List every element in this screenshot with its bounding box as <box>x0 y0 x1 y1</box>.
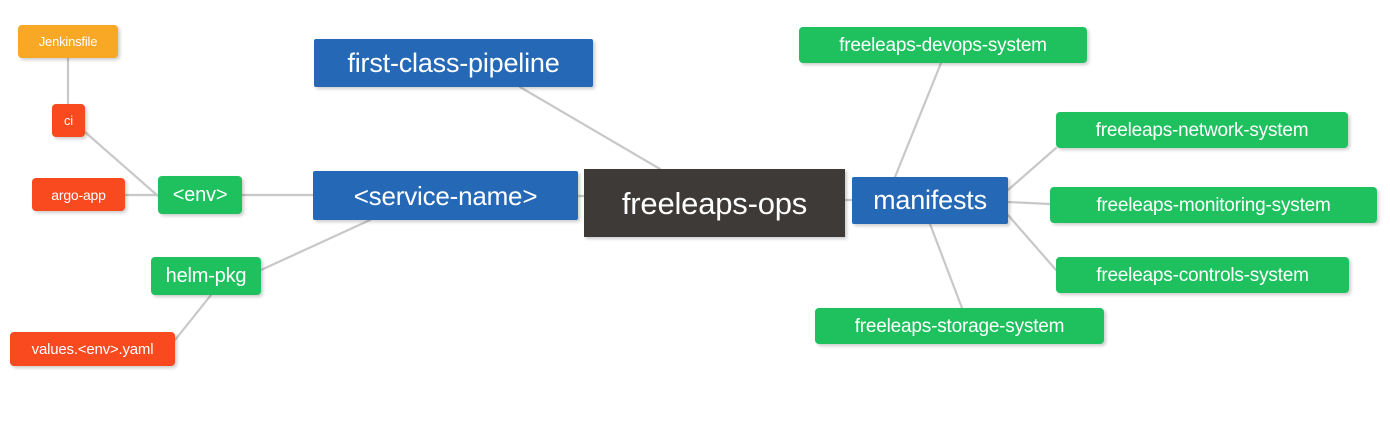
node-label: manifests <box>873 185 987 215</box>
node-label: values.<env>.yaml <box>31 340 154 358</box>
node-argo-app[interactable]: argo-app <box>32 178 125 211</box>
edge-pipeline-root <box>518 85 662 171</box>
node-label: freeleaps-storage-system <box>854 315 1065 337</box>
node-label: freeleaps-controls-system <box>1096 264 1309 286</box>
edge-valuesyaml-helmpkg <box>173 293 213 342</box>
node-env[interactable]: <env> <box>158 176 242 214</box>
node-label: Jenkinsfile <box>38 34 98 49</box>
node-label: freeleaps-devops-system <box>839 34 1047 56</box>
node-jenkinsfile[interactable]: Jenkinsfile <box>18 25 118 58</box>
node-label: <service-name> <box>353 180 538 211</box>
node-freeleaps-controls-system[interactable]: freeleaps-controls-system <box>1056 257 1349 293</box>
node-freeleaps-network-system[interactable]: freeleaps-network-system <box>1056 112 1348 148</box>
node-label: <env> <box>172 184 228 206</box>
node-values-yaml[interactable]: values.<env>.yaml <box>10 332 175 366</box>
node-service-name[interactable]: <service-name> <box>313 171 578 220</box>
node-label: freeleaps-ops <box>621 185 808 221</box>
node-freeleaps-storage-system[interactable]: freeleaps-storage-system <box>815 308 1104 344</box>
node-helm-pkg[interactable]: helm-pkg <box>151 257 261 295</box>
edge-manifests-network <box>1006 146 1058 192</box>
node-first-class-pipeline[interactable]: first-class-pipeline <box>314 39 593 87</box>
node-manifests[interactable]: manifests <box>852 177 1008 224</box>
node-label: ci <box>64 113 73 128</box>
node-ci[interactable]: ci <box>52 104 85 137</box>
node-freeleaps-monitoring-system[interactable]: freeleaps-monitoring-system <box>1050 187 1377 223</box>
node-label: freeleaps-monitoring-system <box>1096 194 1331 216</box>
edge-manifests-monitoring <box>1006 200 1052 206</box>
node-label: freeleaps-network-system <box>1095 119 1309 141</box>
edge-manifests-devops <box>893 61 943 179</box>
node-freeleaps-ops[interactable]: freeleaps-ops <box>584 169 845 237</box>
node-label: helm-pkg <box>165 265 247 287</box>
edge-helmpkg-servicename <box>259 218 372 272</box>
edge-manifests-storage <box>928 222 964 310</box>
node-label: argo-app <box>51 186 106 203</box>
node-label: first-class-pipeline <box>347 47 560 78</box>
edge-manifests-controls <box>1006 213 1058 272</box>
node-freeleaps-devops-system[interactable]: freeleaps-devops-system <box>799 27 1087 63</box>
